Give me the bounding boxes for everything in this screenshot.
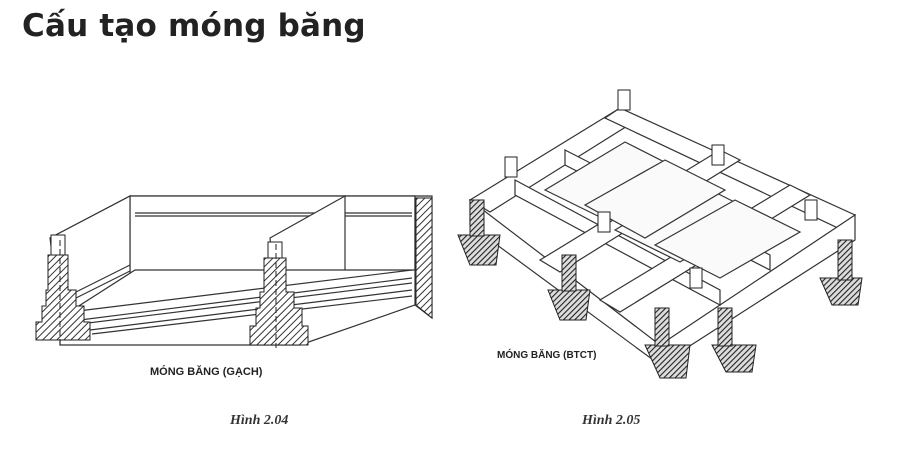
- brick-foundation-label: MÓNG BĂNG (GẠCH): [150, 365, 263, 378]
- rc-footing-sections: [457, 199, 863, 379]
- brick-middle-section: [249, 241, 309, 348]
- figure-caption-2-04: Hình 2.04: [230, 413, 289, 428]
- page-title: Cấu tạo móng băng: [22, 8, 366, 44]
- figure-caption-2-05: Hình 2.05: [582, 413, 641, 428]
- rc-foundation-label: MÓNG BĂNG (BTCT): [497, 348, 596, 361]
- brick-right-section: [415, 197, 433, 320]
- rc-column-stubs: [504, 89, 818, 289]
- brick-left-section: [35, 234, 91, 345]
